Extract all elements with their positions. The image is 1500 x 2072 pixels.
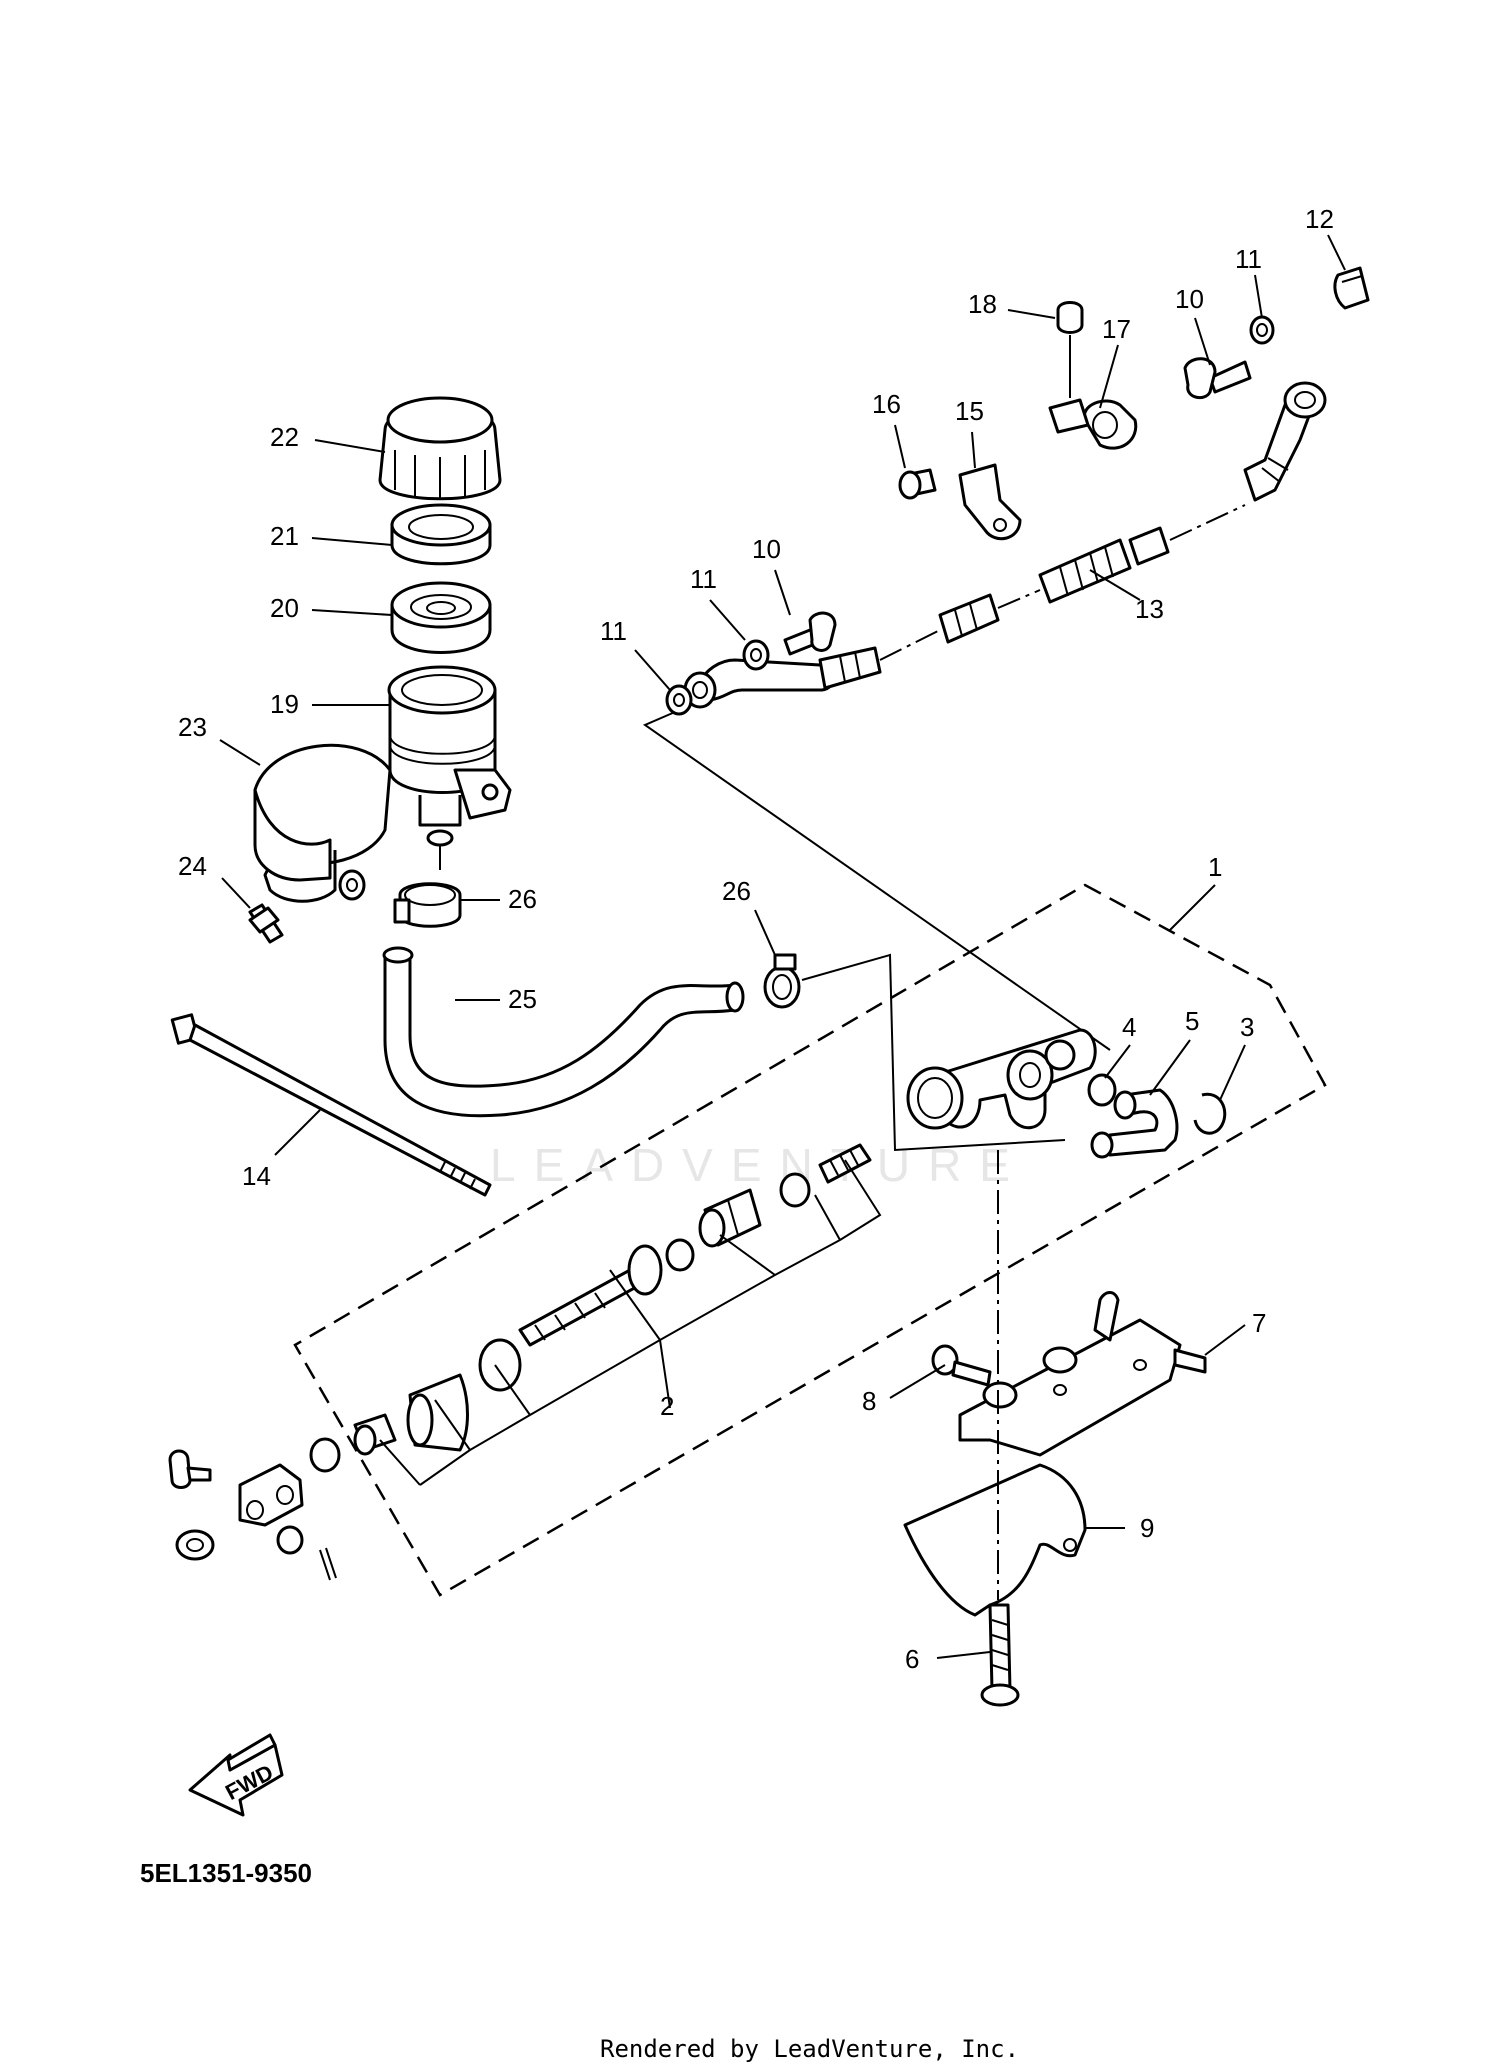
callout-18: 18 — [968, 289, 997, 319]
leader-22 — [314, 439, 386, 453]
leader-2 — [659, 1339, 671, 1409]
leader-20 — [311, 609, 393, 616]
leader-18 — [1007, 309, 1056, 319]
callout-2: 2 — [660, 1391, 674, 1421]
subassembly-bracket — [379, 1159, 882, 1486]
callout-15: 15 — [955, 396, 984, 426]
reservoir-hose — [382, 946, 745, 1118]
guard-plate — [903, 1463, 1087, 1617]
callout-5: 5 — [1185, 1006, 1199, 1036]
hose-clip-top — [1333, 266, 1370, 310]
master-cylinder-body — [906, 1028, 1097, 1130]
leader-15 — [971, 431, 976, 469]
leader-12 — [1327, 234, 1346, 271]
union-bolt-right — [1183, 315, 1275, 400]
leader-10b — [774, 569, 791, 616]
leader-24 — [221, 877, 251, 909]
diaphragm-plate — [390, 503, 492, 566]
callout-1: 1 — [1208, 852, 1222, 882]
callout-16: 16 — [872, 389, 901, 419]
leader-16 — [894, 424, 906, 469]
push-rod — [518, 1244, 663, 1347]
bracket-bolt — [931, 1344, 992, 1387]
leader-4 — [1104, 1044, 1131, 1079]
o-ring — [1087, 1073, 1117, 1107]
callout-13: 13 — [1135, 594, 1164, 624]
leader-26b — [754, 909, 776, 956]
callout-10-left: 10 — [752, 534, 781, 564]
callout-17: 17 — [1102, 314, 1131, 344]
piston-spring-small — [818, 1143, 872, 1184]
callout-10-right: 10 — [1175, 284, 1204, 314]
reservoir-cap — [378, 396, 502, 501]
rod-end — [353, 1413, 397, 1456]
reservoir-joint — [426, 829, 454, 870]
piston — [698, 1188, 762, 1248]
callout-9: 9 — [1140, 1513, 1154, 1543]
callout-24: 24 — [178, 851, 207, 881]
leader-3 — [1219, 1044, 1246, 1101]
callout-26-lower: 26 — [722, 876, 751, 906]
callout-11-right: 11 — [1235, 244, 1262, 274]
leader-10a — [1194, 317, 1211, 366]
brake-line — [683, 381, 1327, 709]
diaphragm — [390, 581, 492, 654]
callout-26-upper: 26 — [508, 884, 537, 914]
union-bolt-left — [665, 611, 837, 716]
mounting-bracket — [958, 1291, 1207, 1457]
callout-8: 8 — [862, 1386, 876, 1416]
hose-joint — [1090, 1088, 1179, 1159]
diagram-part-code: 5EL1351-9350 — [140, 1858, 313, 1888]
callout-23: 23 — [178, 712, 207, 742]
alignment-line-upper — [642, 711, 1111, 1051]
callout-4: 4 — [1122, 1012, 1136, 1042]
leader-11b — [709, 599, 746, 641]
callout-12: 12 — [1305, 204, 1334, 234]
callout-14: 14 — [242, 1161, 271, 1191]
reservoir-cover — [253, 743, 392, 903]
render-credit: Rendered by LeadVenture, Inc. — [600, 2035, 1020, 2063]
line-clamp — [1048, 301, 1138, 450]
retaining-ring — [478, 1338, 522, 1392]
hose-guide — [898, 463, 1022, 541]
callout-7: 7 — [1252, 1308, 1266, 1338]
callout-3: 3 — [1240, 1012, 1254, 1042]
alignment-line-hose — [801, 953, 1066, 1152]
hose-clamp-lower — [763, 953, 801, 1009]
fwd-arrow-icon: FWD — [188, 1733, 284, 1817]
leader-7 — [1204, 1324, 1246, 1356]
leader-11c — [634, 649, 671, 691]
callout-22: 22 — [270, 422, 299, 452]
circlip — [1193, 1092, 1227, 1135]
leader-11a — [1254, 274, 1263, 319]
leader-8 — [889, 1364, 946, 1399]
callout-6: 6 — [905, 1644, 919, 1674]
callout-19: 19 — [270, 689, 299, 719]
callout-25: 25 — [508, 984, 537, 1014]
cup-seal — [779, 1172, 811, 1208]
cable-tie — [170, 1013, 492, 1197]
leader-5 — [1149, 1039, 1191, 1096]
callout-20: 20 — [270, 593, 299, 623]
leader-23 — [219, 739, 261, 766]
leader-13 — [1089, 569, 1141, 601]
leader-21 — [311, 537, 393, 546]
callout-11-left: 11 — [600, 616, 627, 646]
washer-seal — [665, 1238, 695, 1272]
assembly-boundary — [293, 883, 1327, 1597]
clevis-group — [168, 1437, 341, 1581]
reservoir-tank — [387, 665, 512, 827]
reservoir-bolt — [248, 869, 366, 944]
callout-11-middle: 11 — [690, 564, 717, 594]
callout-21: 21 — [270, 521, 299, 551]
leader-6 — [936, 1651, 991, 1659]
leader-14 — [274, 1109, 321, 1156]
dust-boot — [406, 1373, 469, 1452]
hose-clamp-upper — [393, 882, 462, 928]
leader-1 — [1169, 884, 1216, 931]
guard-bolt — [980, 1603, 1020, 1707]
leader-17 — [1099, 344, 1119, 409]
